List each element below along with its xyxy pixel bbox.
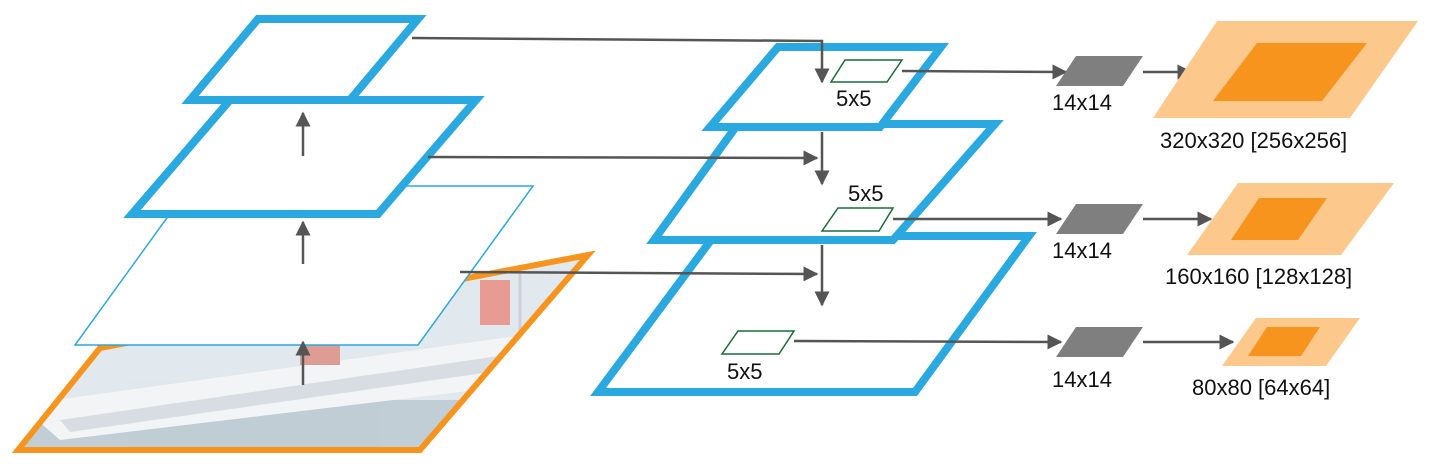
level-row-3: 5x5 14x14 80x80 [64x64]	[720, 318, 1360, 400]
feature-block	[1056, 204, 1143, 234]
feature-block	[1056, 327, 1143, 357]
pyramid-base-level	[73, 185, 535, 346]
feature-label: 14x14	[1052, 90, 1112, 115]
mask-inner	[1248, 327, 1320, 356]
window-label: 5x5	[848, 181, 883, 206]
output-level-middle	[646, 120, 1004, 244]
window-label: 5x5	[727, 359, 762, 384]
window-5x5	[820, 207, 895, 232]
mask-label: 160x160 [128x128]	[1165, 264, 1352, 289]
feature-label: 14x14	[1052, 238, 1112, 263]
mask-inner	[1231, 198, 1327, 240]
mask-label: 320x320 [256x256]	[1160, 128, 1347, 153]
window-5x5	[720, 330, 796, 355]
mask-label: 80x80 [64x64]	[1192, 375, 1330, 400]
mask-inner	[1213, 43, 1367, 101]
pyramid-level-3	[181, 15, 427, 104]
window-label: 5x5	[836, 86, 871, 111]
output-level-top	[701, 43, 950, 131]
pyramid-level-2	[123, 96, 485, 218]
output-level-bottom	[590, 232, 1037, 396]
level-row-2: 5x5 14x14 160x160 [128x128]	[820, 181, 1394, 289]
feature-block	[1056, 56, 1143, 86]
lateral-arrows	[411, 36, 830, 307]
feature-label: 14x14	[1052, 367, 1112, 392]
level-row-1: 5x5 14x14 320x320 [256x256]	[829, 21, 1418, 153]
window-5x5	[829, 59, 904, 83]
